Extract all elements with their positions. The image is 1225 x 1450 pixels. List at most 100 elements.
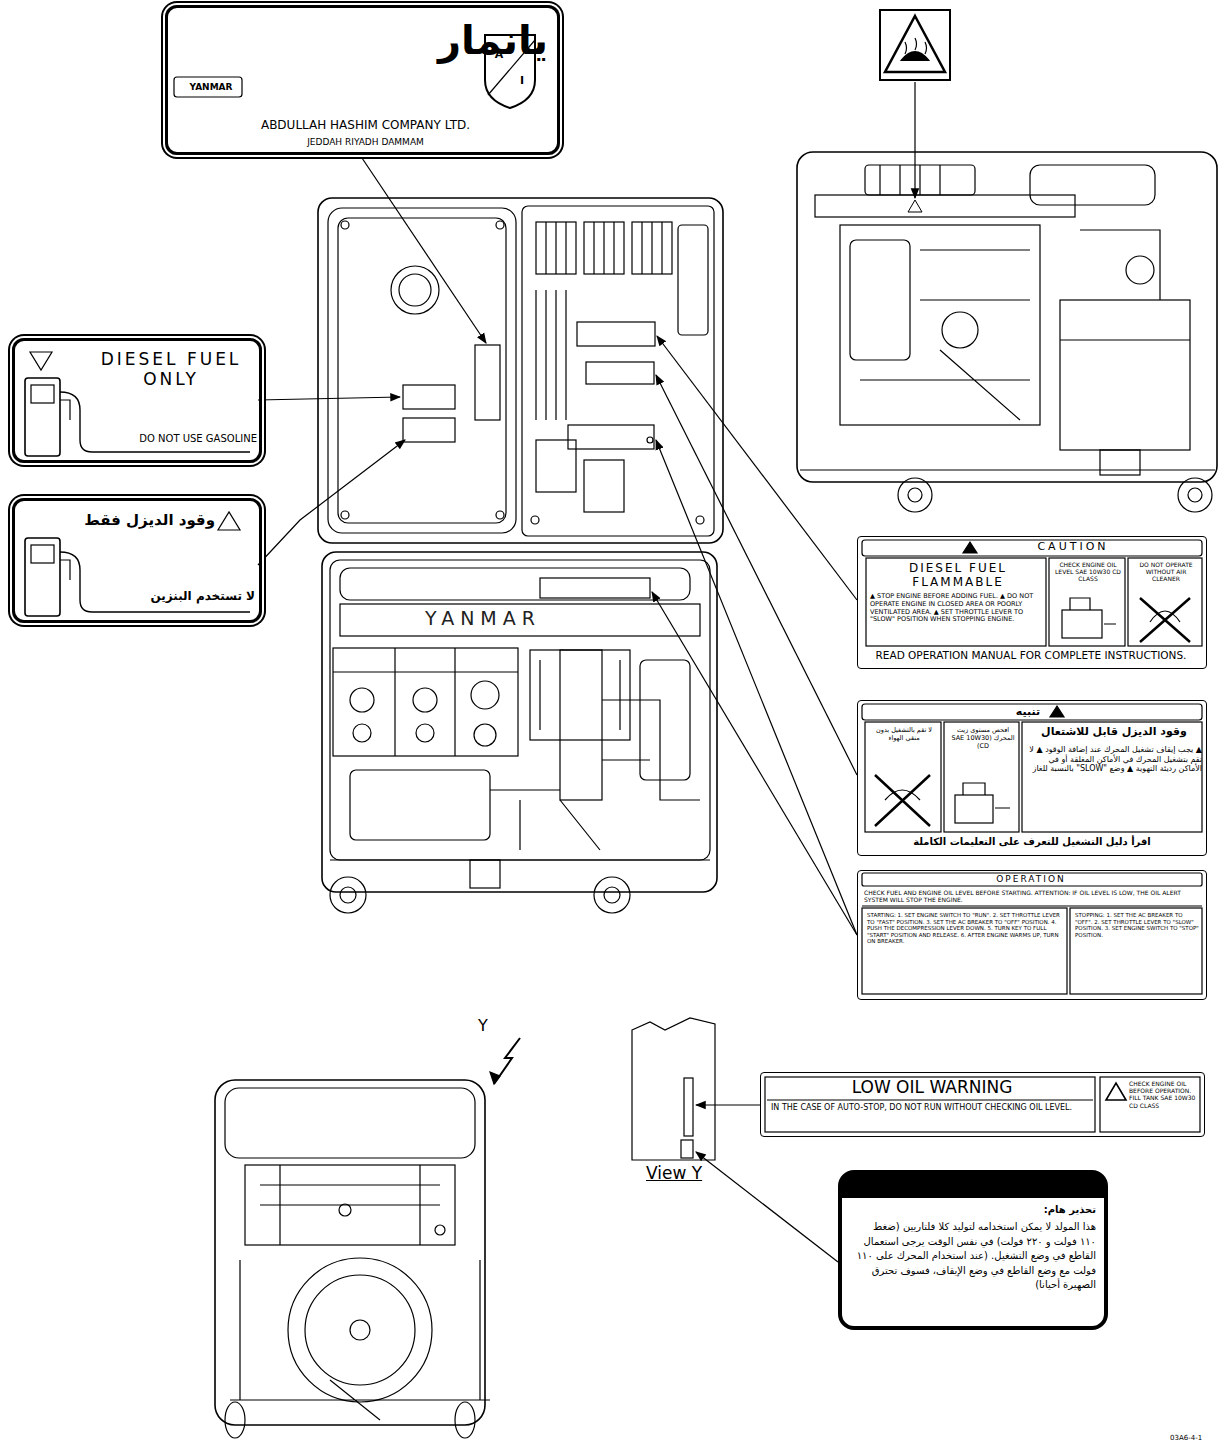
- leader-line: [258, 440, 405, 565]
- caution-decal-art: [862, 540, 1202, 646]
- generator-rear-view-part-part: [584, 460, 624, 512]
- operation-decal-art-part: [862, 908, 1067, 994]
- arabic-caution-decal-art-part: [885, 790, 920, 800]
- leader-line: [914, 82, 915, 198]
- fuel-pump-icon-part: [25, 538, 60, 616]
- generator-front-view-part: [340, 568, 690, 600]
- decal-text: YANMAR: [178, 82, 244, 93]
- generator-end-view-part: [305, 1275, 415, 1385]
- decal-text: لا تقم بالتشغيل بدون منقي الهواء: [868, 727, 940, 743]
- generator-front-view-part: [333, 648, 518, 756]
- decal-text: CAUTION: [983, 540, 1163, 553]
- decal-text: IN THE CASE OF AUTO-STOP, DO NOT RUN WIT…: [771, 1103, 1093, 1113]
- warning-decal-arabic: تحذير هام:هذا المولد لا يمكن استخدامه لت…: [838, 1170, 1108, 1330]
- generator-rear-view-part: [568, 425, 654, 449]
- generator-end-view-part: [230, 1260, 490, 1420]
- generator-side-view-part: [860, 250, 1030, 420]
- leader-lines: [258, 82, 915, 1262]
- generator-front-view-part: [471, 681, 499, 709]
- generator-front-view-part: [490, 790, 600, 850]
- decal-text: READ OPERATION MANUAL FOR COMPLETE INSTR…: [860, 649, 1202, 662]
- decal-text: تحذير هام:: [854, 1204, 1096, 1216]
- generator-end-view-part: [455, 1402, 475, 1438]
- generator-side-view-part: [1060, 300, 1190, 450]
- low-oil-decal: LOW OIL WARNING IN THE CASE OF AUTO-STOP,…: [760, 1072, 1205, 1137]
- fuel-pump-icon-part: [218, 512, 240, 530]
- generator-end-view-part: [435, 1225, 445, 1235]
- generator-rear-view-part: [678, 225, 708, 335]
- generator-front-view-part: [353, 724, 371, 742]
- generator-side-view-part: [840, 225, 1040, 425]
- caution-decal-art-part: [862, 540, 1202, 556]
- generator-front-view-part: [416, 724, 434, 742]
- decal-text: تنبيه: [958, 705, 1098, 718]
- generator-side-view-part: [908, 200, 922, 212]
- generator-side-view-part: [880, 165, 940, 195]
- generator-front-view-part: [640, 660, 690, 780]
- fuel-decal: DIESEL FUEL ONLYDO NOT USE GASOLINE: [12, 338, 262, 463]
- decal-text: ▲ يجب إيقاف تشغيل المحرك عند إضافة الوقو…: [1026, 745, 1202, 774]
- leader-line: [656, 375, 857, 775]
- operation-decal: OPERATIONCHECK FUEL AND ENGINE OIL LEVEL…: [857, 870, 1207, 1000]
- operation-decal-art-part: [1070, 908, 1202, 994]
- decal-text: DO NOT USE GASOLINE: [105, 433, 257, 445]
- generator-rear-view-part: [328, 208, 516, 533]
- decal-text: لا تستخدم البنزين: [105, 589, 255, 603]
- arabic-caution-decal-art: [862, 704, 1202, 832]
- arabic-caution-decal-art-part: [955, 795, 993, 823]
- generator-front-view-part: [330, 560, 710, 860]
- leader-line: [696, 1104, 760, 1105]
- arabic-caution-decal-art-part: [963, 783, 1010, 808]
- generator-end-view-part: [260, 1165, 440, 1245]
- generator-side-view-part: [815, 195, 1075, 217]
- leader-line: [696, 1152, 838, 1262]
- generator-end-view-part: [288, 1258, 432, 1402]
- generator-end-view-part: [490, 1072, 500, 1084]
- arabic-caution-decal-art-part: [1022, 722, 1202, 832]
- decal-text: CHECK ENGINE OIL LEVEL SAE 10W30 CD CLAS…: [1052, 561, 1124, 583]
- generator-side-view-part: [850, 240, 910, 360]
- drawing-code: 03A6-4-1: [1170, 1434, 1202, 1442]
- decal-text: افحص مستوى زيت المحرك (SAE 10W30 CD): [947, 727, 1019, 750]
- caution-decal-art-part: [1150, 611, 1180, 622]
- caution-decal-art-part: [963, 542, 977, 553]
- generator-side-view-part: [865, 165, 975, 195]
- generator-end-view: [215, 1038, 520, 1438]
- generator-side-view-part: [1188, 488, 1202, 502]
- fuel-pump-icon-part: [25, 378, 60, 456]
- generator-front-view-part: [330, 859, 710, 860]
- decal-text: DIESEL FUEL FLAMMABLE: [868, 561, 1048, 590]
- decal-text: STARTING: 1. SET ENGINE SWITCH TO "RUN".…: [867, 912, 1065, 945]
- view-y-panel-part: [681, 1140, 693, 1158]
- generator-front-view-part: [540, 578, 650, 598]
- view-y-panel-part: [684, 1078, 693, 1136]
- decal-location-drawing-part: [25, 10, 1217, 1438]
- view-label: View Y: [646, 1163, 702, 1183]
- generator-side-view-part: [898, 478, 932, 512]
- generator-front-view-part: [413, 688, 437, 712]
- fuel-pump-icon-part: [60, 560, 70, 580]
- generator-rear-view-part: [496, 221, 504, 229]
- caution-decal-art-part: [1140, 598, 1190, 642]
- generator-rear-view-part: [577, 322, 655, 346]
- view-y-panel-part: [632, 1018, 715, 1160]
- generator-front-view-part: [340, 887, 356, 903]
- decal-text: وقود الديزل قابل للاشتعال: [1026, 725, 1202, 738]
- operation-decal-art-part: [862, 873, 1202, 886]
- generator-rear-view-part: [496, 511, 504, 519]
- generator-rear-view-part: [391, 266, 439, 314]
- generator-end-view-part: [225, 1088, 475, 1158]
- leader-line: [258, 397, 400, 400]
- generator-end-view-part: [215, 1080, 485, 1425]
- decal-text: ▲ STOP ENGINE BEFORE ADDING FUEL. ▲ DO N…: [870, 593, 1046, 624]
- decal-text: LOW OIL WARNING: [771, 1077, 1093, 1097]
- decal-text: OPERATION: [958, 874, 1104, 885]
- arabic-caution-decal-art-part: [862, 704, 1202, 720]
- fuel-decal-arabic: وقود الديزل فقطلا تستخدم البنزين: [12, 498, 262, 623]
- decal-text: STOPPING: 1. SET THE AC BREAKER TO "OFF"…: [1075, 912, 1201, 938]
- decal-text: ABDULLAH HASHIM COMPANY LTD.: [178, 118, 553, 132]
- generator-front-view-part: [540, 660, 700, 800]
- caution-decal: CAUTION DIESEL FUEL FLAMMABLE ▲ STOP ENGIN…: [857, 536, 1207, 669]
- generator-front-view-part: [594, 877, 630, 913]
- generator-end-view-part: [245, 1165, 455, 1245]
